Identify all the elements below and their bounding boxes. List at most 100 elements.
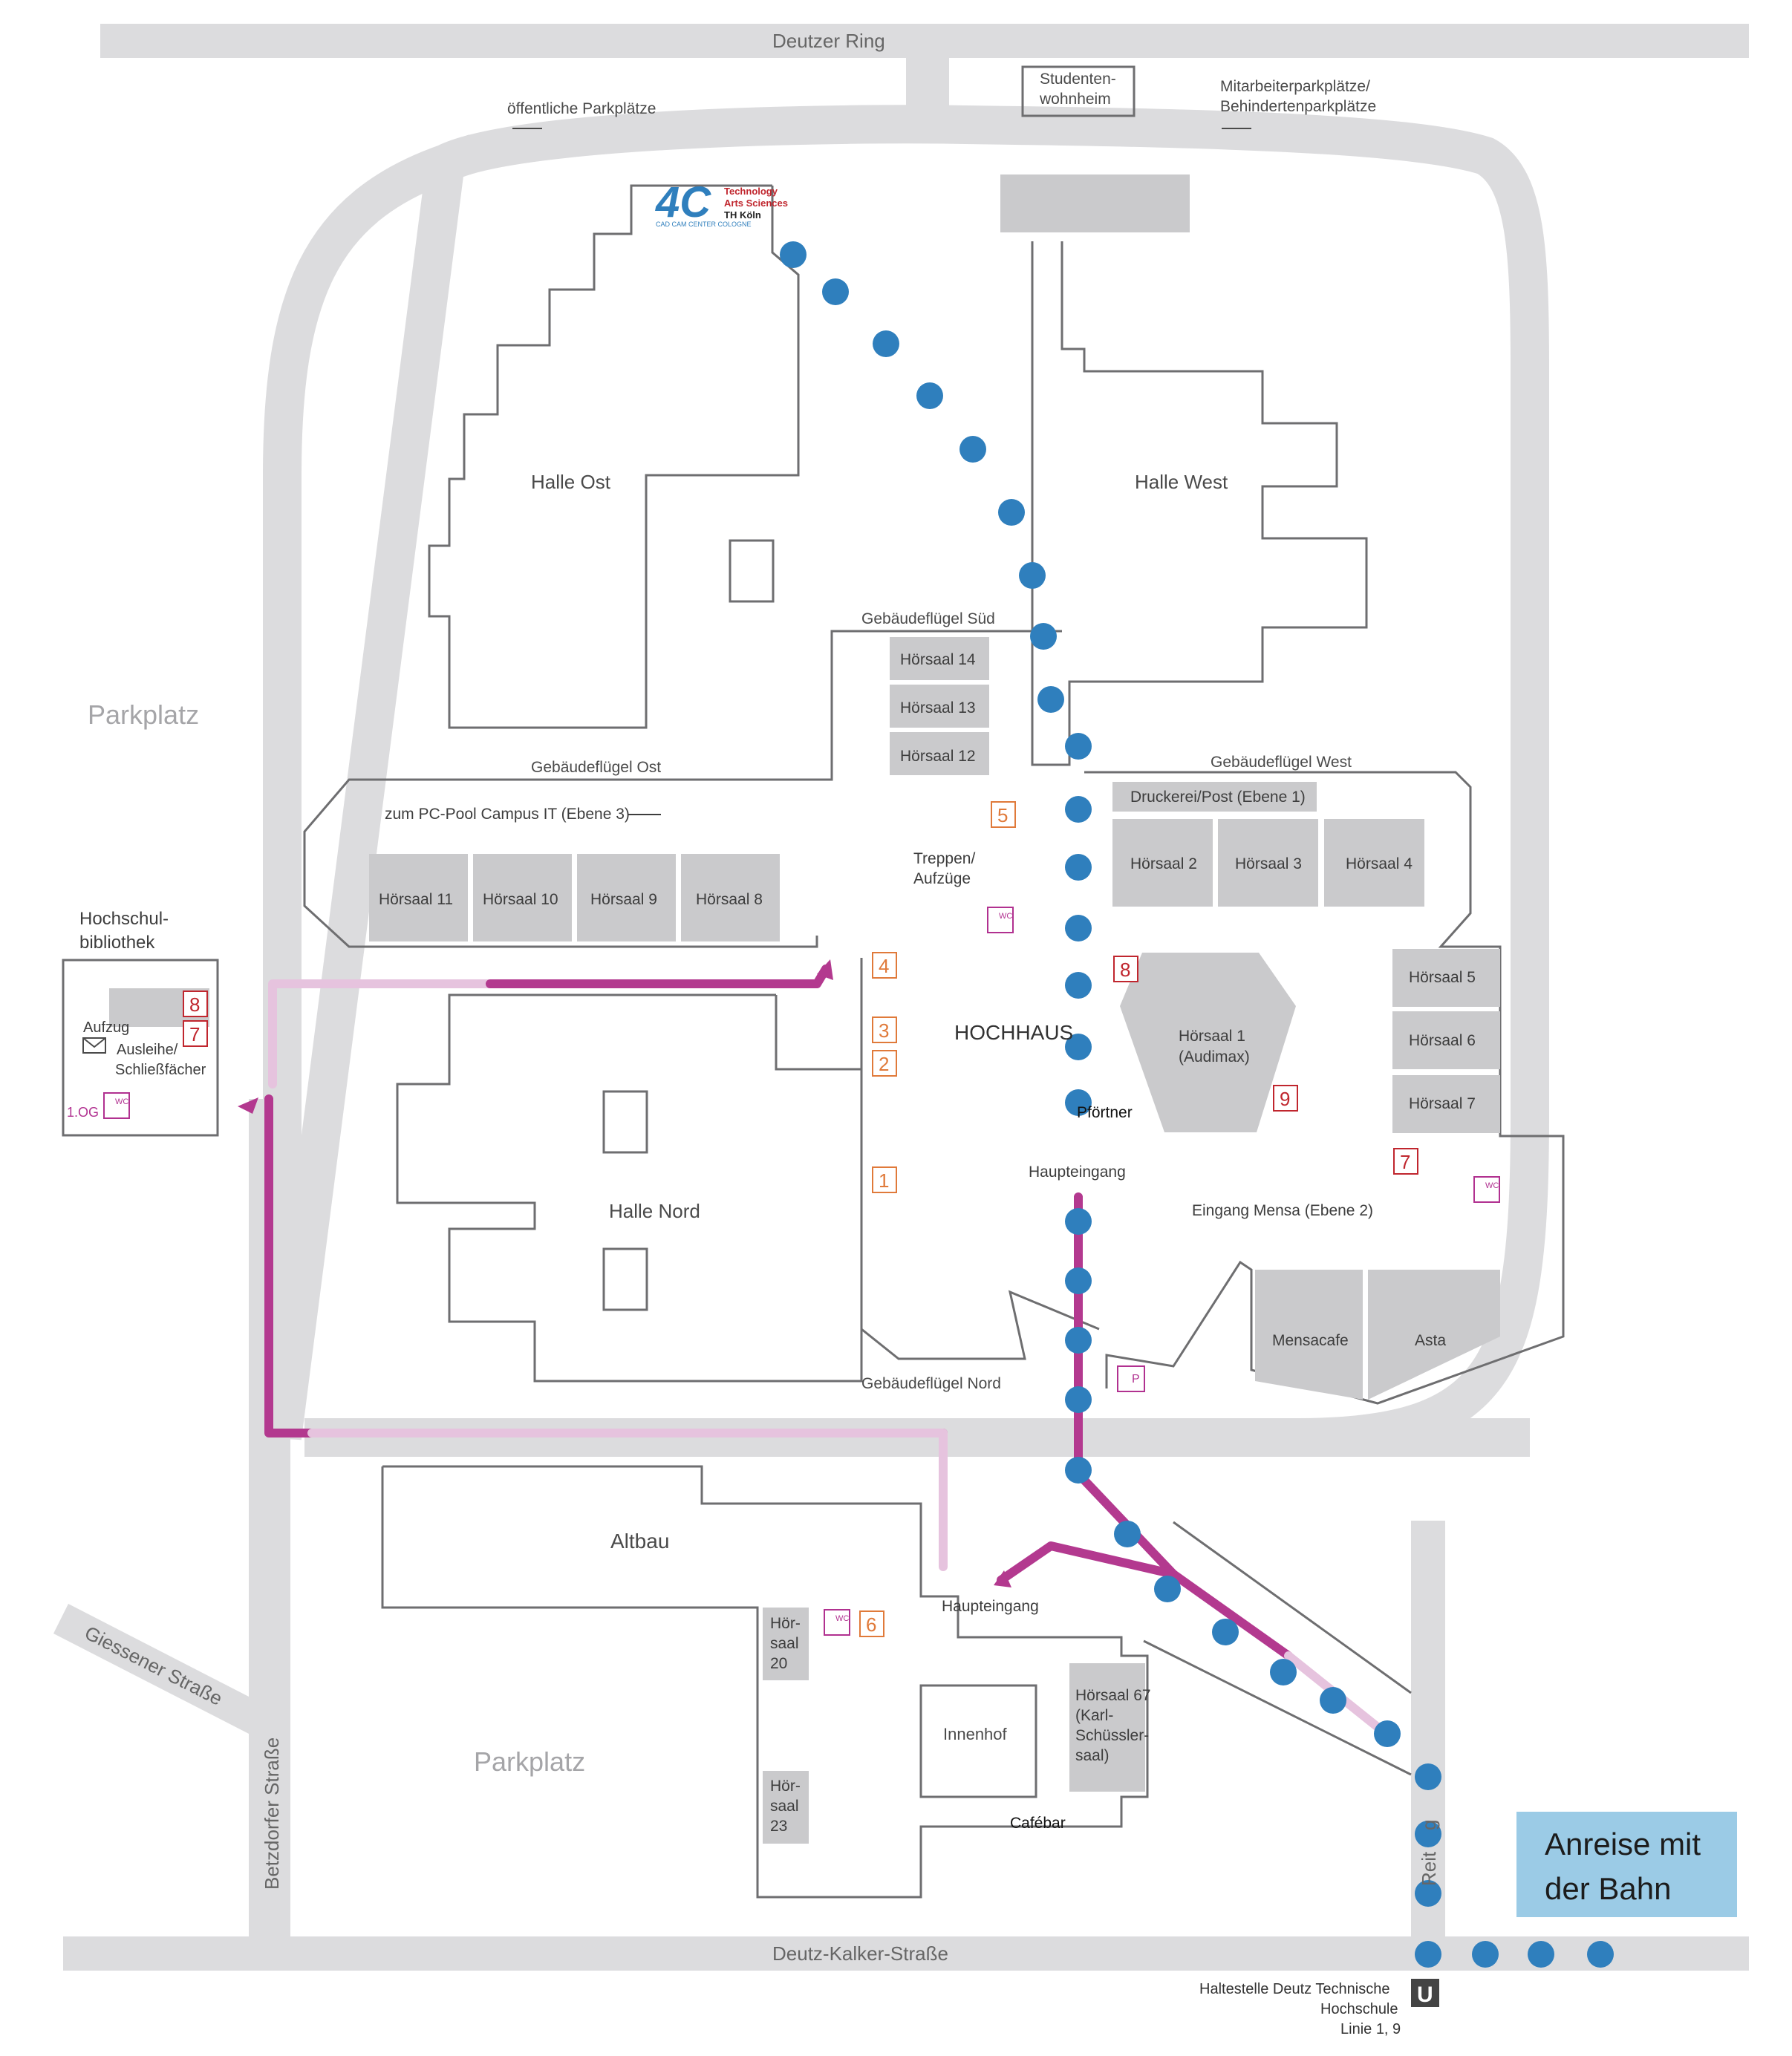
wall-hochhaus-nord [860,958,1100,1360]
library-title-2: bibliothek [79,933,155,953]
number-markers: 5 4 3 2 1 6 8 9 7 8 7 [183,801,1418,1637]
marker-6-box [859,1610,884,1637]
wc-icon-text: WC [835,1614,849,1623]
drive-route-diag [1169,1570,1293,1660]
label-hs23-l1: Hör- [770,1778,801,1795]
drive-arrow-top [817,959,833,980]
walk-dot [998,499,1025,526]
room-hs7 [1392,1075,1500,1133]
walk-dot [1270,1659,1297,1685]
label-hs20-l1: Hör- [770,1615,801,1632]
label-hs9: Hörsaal 9 [590,891,657,908]
library-ausleihe-2: Schließfächer [115,1062,206,1078]
walk-dot [1037,686,1064,713]
walk-dot [1065,1327,1092,1354]
drive-route-top [486,965,830,988]
road-reitweg [1411,1521,1445,1938]
room-hs2 [1112,819,1213,907]
label-altbau: Altbau [610,1530,669,1553]
label-asta: Asta [1415,1332,1446,1349]
label-hs6: Hörsaal 6 [1409,1032,1476,1049]
label-hs67-l3: Schüssler- [1075,1727,1149,1744]
walk-dot [1472,1941,1499,1968]
walk-dot [780,241,807,268]
wall-library [62,959,219,1137]
label-hs13: Hörsaal 13 [900,699,976,717]
drive-route-light-left [307,1429,948,1571]
marker-7b-box [183,1020,208,1047]
stop-line2: Hochschule [1320,2001,1398,2017]
marker-8b: 8 [189,993,200,1016]
marker-3: 3 [879,1019,889,1042]
walk-dot [1114,1521,1141,1547]
marker-4: 4 [879,955,889,977]
envelope-icon [82,1037,106,1054]
label-hs1-line2: (Audimax) [1179,1048,1250,1065]
room-hs6 [1392,1011,1500,1069]
label-hs10: Hörsaal 10 [483,891,558,908]
label-pc-pool: zum PC-Pool Campus IT (Ebene 3) [385,806,630,823]
label-hs23-l2: saal [770,1798,799,1815]
label-haupteingang-2: Haupteingang [942,1598,1039,1615]
room-hs23 [763,1771,809,1844]
marker-7a: 7 [1400,1151,1410,1173]
label-hs20-l2: saal [770,1635,799,1652]
facility-icons: WC WC WC WC P [103,907,1500,1636]
logo-line3: TH Köln [724,209,761,221]
label-hs8: Hörsaal 8 [696,891,763,908]
walk-dot [959,436,986,463]
room-hs3 [1218,819,1318,907]
walk-dot [1374,1720,1401,1747]
wall-west-wing [1084,771,1565,1405]
room-mensacafe [1255,1270,1363,1400]
wc-icon [987,907,1014,933]
room-hs1 [1120,953,1296,1132]
wc-icon [1473,1176,1500,1203]
label-parkplatz-2: Parkplatz [474,1746,585,1777]
label-hs14: Hörsaal 14 [900,651,976,668]
walkway-edge-2 [1173,1521,1412,1694]
transit: Anreise mit der Bahn Haltestelle Deutz T… [1199,1812,1737,2037]
label-hs20-l3: 20 [770,1655,787,1672]
room-hs12 [890,732,989,775]
label-hs5: Hörsaal 5 [1409,969,1476,986]
road-giessener [53,1604,249,1734]
marker-7b: 7 [189,1023,200,1045]
walk-dot [1065,1267,1092,1294]
label-eingang-mensa: Eingang Mensa (Ebene 2) [1192,1202,1373,1219]
library-title-1: Hochschul- [79,909,169,929]
misc-labels: zum PC-Pool Campus IT (Ebene 3) Treppen/… [385,806,1373,1832]
walk-dot [1415,1941,1441,1968]
logo-4c: 4C Technology Arts Sciences TH Köln CAD … [655,178,788,228]
room-asta [1368,1270,1500,1400]
drive-route-left [264,1094,948,1437]
label-hs12: Hörsaal 12 [900,748,976,765]
road-ring-loop [263,105,1549,1457]
room-hs4 [1324,819,1424,907]
label-hs3: Hörsaal 3 [1235,855,1302,872]
transit-box[interactable] [1516,1812,1737,1917]
room-hs9 [577,854,676,941]
wall-square-nord-1 [602,1090,648,1154]
street-betzdorfer: Betzdorfer Straße [261,1737,283,1890]
walk-dot [1065,796,1092,823]
label-treppen-1: Treppen/ [913,850,975,867]
parking-disabled-text: P [1132,1373,1140,1386]
walk-dot [1065,733,1092,760]
label-public-parking: öffentliche Parkplätze [507,100,656,117]
envelope-icon-flap [82,1037,106,1048]
marker-3-box [872,1016,897,1043]
marker-7a-box [1393,1148,1418,1175]
drive-arrow-library [238,1097,258,1114]
wc-icon-text: WC [999,912,1012,921]
walk-dot [1065,1208,1092,1235]
parking-disabled-icon [1117,1365,1145,1392]
room-parking-top [1000,174,1190,232]
room-hs13 [890,685,989,728]
top-labels: öffentliche Parkplätze Studenten- wohnhe… [507,71,1376,129]
room-hs8 [681,854,780,941]
label-druckerei: Druckerei/Post (Ebene 1) [1130,789,1306,806]
label-staff-2: Behindertenparkplätze [1220,98,1376,115]
building-walls [62,65,1565,1899]
label-pfoertner: Pförtner [1077,1104,1133,1121]
